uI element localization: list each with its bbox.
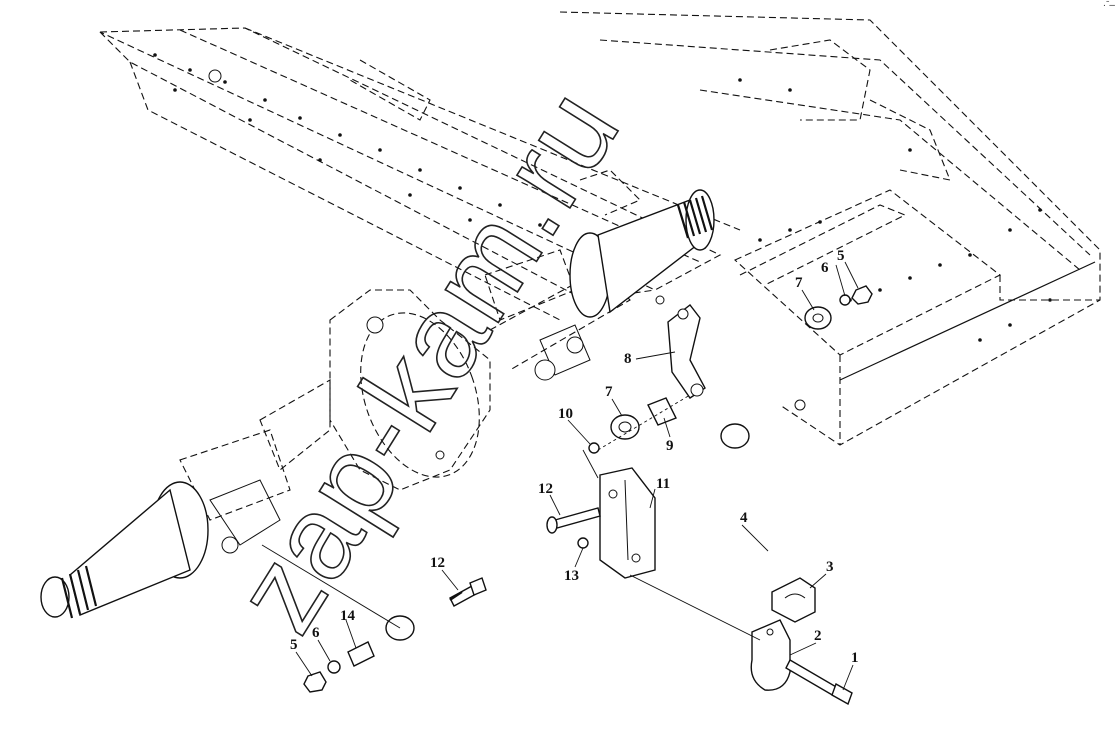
bolt-12-upper xyxy=(546,507,601,534)
callout-3: 3 xyxy=(826,559,834,575)
callout-1: 1 xyxy=(851,650,859,666)
callout-12-upper: 12 xyxy=(538,481,553,497)
clamp-2 xyxy=(750,619,791,691)
callout-6-right: 6 xyxy=(821,260,829,276)
nut-13 xyxy=(577,537,589,549)
callout-5-right: 5 xyxy=(837,248,845,264)
callout-9: 9 xyxy=(666,438,674,454)
callout-leaders xyxy=(295,261,859,691)
callout-11: 11 xyxy=(656,476,670,492)
callout-7-right: 7 xyxy=(795,275,803,291)
bolt-1 xyxy=(785,659,853,706)
callout-2: 2 xyxy=(814,628,822,644)
callout-13: 13 xyxy=(564,568,579,584)
bolt-12-lower xyxy=(449,577,487,607)
nut-5-right xyxy=(851,285,873,305)
bushing-3 xyxy=(771,577,816,623)
vehicle-frame xyxy=(99,11,1101,446)
washer-6-lower xyxy=(327,660,341,674)
nut-5-lower xyxy=(303,671,327,693)
washer-10 xyxy=(588,442,600,454)
frame-rivet-holes xyxy=(153,53,1052,411)
left-spindle-thread xyxy=(60,565,98,619)
callout-7-center: 7 xyxy=(605,384,613,400)
axle-housing xyxy=(40,189,715,619)
callout-6-lower: 6 xyxy=(312,625,320,641)
bushing-7-right xyxy=(804,306,832,330)
washer-6-right xyxy=(839,294,851,306)
corner-mark: ·ˉ‒ xyxy=(1102,0,1115,11)
callout-14: 14 xyxy=(340,608,356,624)
callout-5-lower: 5 xyxy=(290,637,298,653)
assembly-lines xyxy=(261,394,761,641)
callout-labels: 1 2 3 4 5 5 6 6 7 7 8 9 10 11 12 12 13 1… xyxy=(290,248,859,666)
callout-8: 8 xyxy=(624,351,632,367)
callout-4: 4 xyxy=(740,510,748,526)
spacer-14 xyxy=(347,641,375,667)
bushing-7-center xyxy=(610,414,640,440)
stabilizer-link-8 xyxy=(667,304,706,399)
callout-12-lower: 12 xyxy=(430,555,445,571)
right-spindle-thread xyxy=(676,195,714,239)
callout-10: 10 xyxy=(558,406,573,422)
bracket-11 xyxy=(599,467,656,579)
